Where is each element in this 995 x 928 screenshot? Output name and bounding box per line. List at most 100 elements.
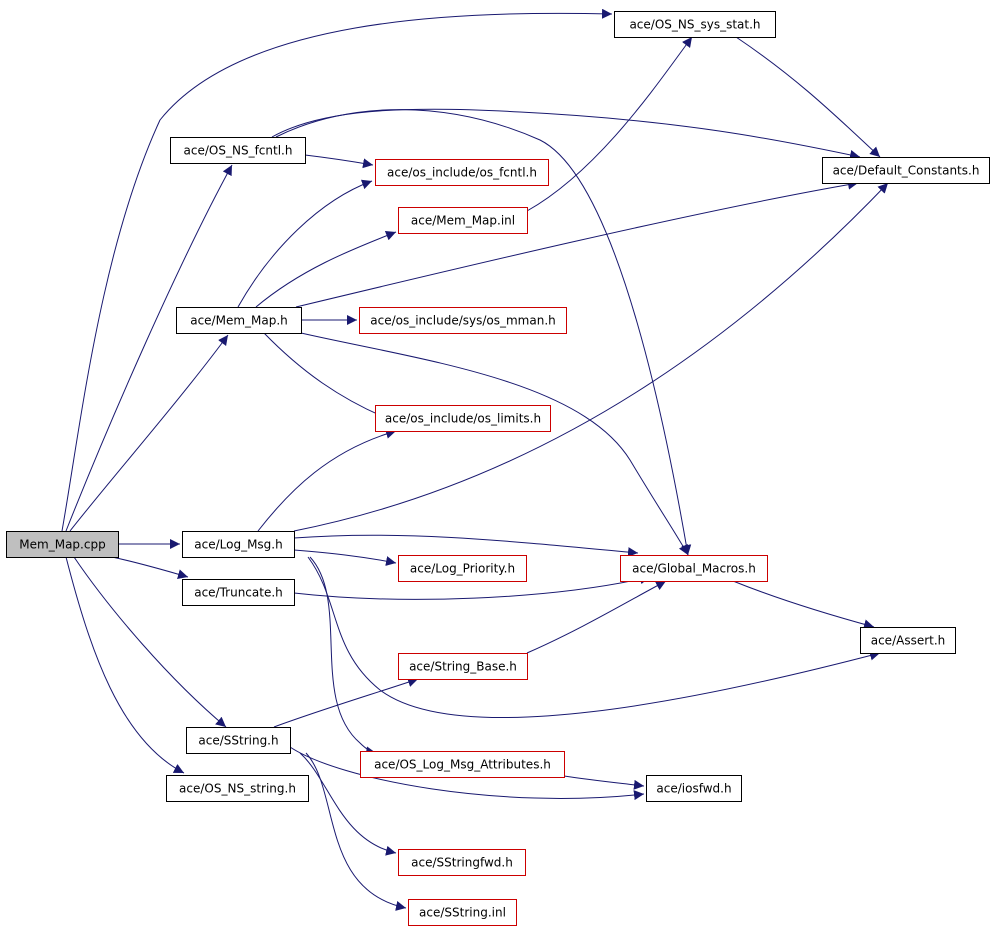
node-box	[170, 137, 306, 164]
edge-arrow	[300, 332, 689, 556]
node-label: ace/String_Base.h	[409, 660, 517, 674]
node-box	[166, 775, 309, 802]
node-box	[182, 531, 295, 558]
node-mem-map-cpp[interactable]: Mem_Map.cpp	[6, 531, 119, 558]
node-box	[408, 899, 517, 926]
edge-sstring-h-to-sstringfwd	[299, 752, 397, 856]
edge-truncate-to-global-macros	[293, 574, 651, 600]
node-assert[interactable]: ace/Assert.h	[860, 627, 956, 654]
node-os-ns-fcntl[interactable]: ace/OS_NS_fcntl.h	[170, 137, 306, 164]
node-mem-map-h[interactable]: ace/Mem_Map.h	[176, 307, 302, 334]
node-os-ns-string[interactable]: ace/OS_NS_string.h	[166, 775, 309, 802]
node-box	[822, 157, 990, 184]
edge-arrow	[732, 580, 875, 630]
node-box	[398, 653, 528, 680]
edge-arrow	[237, 179, 373, 308]
edge-arrow	[293, 574, 651, 600]
edge-arrow	[295, 179, 859, 308]
edge-mem-map-cpp-to-mem-map-h	[69, 334, 229, 532]
edge-arrow	[299, 752, 397, 856]
node-box	[176, 307, 302, 334]
edge-log-msg-to-log-priority	[293, 549, 397, 567]
edge-arrow	[271, 108, 861, 160]
node-log-priority[interactable]: ace/Log_Priority.h	[398, 555, 527, 582]
node-label: ace/Default_Constants.h	[833, 164, 980, 178]
nodes-layer: Mem_Map.cpp ace/OS_NS_sys_stat.h ace/OS_NS…	[6, 11, 990, 926]
node-truncate[interactable]: ace/Truncate.h	[182, 579, 295, 606]
edge-os-log-msg-attr-to-iosfwd	[563, 775, 645, 790]
node-sstringfwd[interactable]: ace/SStringfwd.h	[398, 849, 526, 876]
edge-arrow	[257, 428, 397, 532]
node-mem-map-inl[interactable]: ace/Mem_Map.inl	[398, 207, 528, 234]
edge-arrow	[65, 556, 185, 774]
node-os-ns-sys-stat[interactable]: ace/OS_NS_sys_stat.h	[614, 11, 776, 38]
node-label: ace/os_include/os_limits.h	[385, 412, 541, 426]
node-label: ace/Truncate.h	[194, 586, 283, 600]
node-box	[398, 555, 527, 582]
node-box	[860, 627, 956, 654]
node-sstring-inl[interactable]: ace/SString.inl	[408, 899, 517, 926]
edge-os-ns-sys-stat-to-default-constants	[735, 36, 881, 158]
edge-mem-map-inl-to-os-ns-sys-stat	[526, 36, 693, 212]
edge-os-ns-fcntl-to-global-macros	[275, 109, 692, 556]
edge-sstring-h-to-string-base	[273, 677, 419, 728]
edge-arrow	[65, 164, 233, 532]
edges-layer	[61, 8, 889, 911]
node-iosfwd[interactable]: ace/iosfwd.h	[646, 775, 742, 802]
node-label: ace/SString.h	[198, 734, 278, 748]
edge-sstring-h-to-iosfwd	[289, 746, 645, 801]
node-os-limits[interactable]: ace/os_include/os_limits.h	[375, 405, 551, 432]
node-box	[398, 849, 526, 876]
node-box	[398, 207, 528, 234]
node-label: ace/OS_NS_string.h	[179, 782, 296, 796]
node-box	[375, 159, 549, 186]
edge-arrow	[307, 556, 881, 719]
edge-arrow	[304, 154, 374, 169]
edge-mem-map-h-to-default-constants	[295, 179, 859, 308]
edge-mem-map-cpp-to-os-ns-string	[65, 556, 185, 774]
edge-mem-map-cpp-to-os-ns-sys-stat	[61, 8, 613, 532]
node-sstring-h[interactable]: ace/SString.h	[186, 727, 291, 754]
edge-mem-map-cpp-to-os-ns-fcntl	[65, 164, 233, 532]
node-box	[6, 531, 119, 558]
node-label: ace/Assert.h	[871, 634, 946, 648]
node-label: ace/Global_Macros.h	[632, 562, 756, 576]
node-label: ace/iosfwd.h	[656, 782, 731, 796]
edge-mem-map-cpp-to-truncate	[111, 556, 189, 580]
edge-log-msg-to-default-constants	[293, 182, 889, 532]
edge-arrow	[735, 36, 881, 158]
node-label: ace/SStringfwd.h	[411, 856, 513, 870]
node-os-fcntl[interactable]: ace/os_include/os_fcntl.h	[375, 159, 549, 186]
node-box	[614, 11, 776, 38]
edge-log-msg-to-global-macros	[293, 534, 639, 558]
node-label: ace/Log_Priority.h	[410, 562, 515, 576]
node-box	[359, 307, 567, 334]
node-os-mman[interactable]: ace/os_include/sys/os_mman.h	[359, 307, 567, 334]
edge-arrow	[309, 556, 377, 757]
node-os-log-msg-attr[interactable]: ace/OS_Log_Msg_Attributes.h	[360, 751, 565, 778]
edge-arrow	[273, 677, 419, 728]
edge-os-ns-fcntl-to-os-fcntl	[304, 154, 374, 169]
edge-log-msg-to-assert	[307, 556, 881, 719]
node-label: ace/os_include/os_fcntl.h	[387, 166, 537, 180]
node-label: ace/Mem_Map.inl	[411, 214, 515, 228]
edge-arrow	[293, 534, 639, 558]
edge-mem-map-h-to-mem-map-inl	[255, 230, 397, 308]
node-label: ace/OS_NS_fcntl.h	[184, 144, 293, 158]
edge-mem-map-cpp-to-sstring-h	[73, 556, 227, 728]
node-label: ace/OS_Log_Msg_Attributes.h	[374, 758, 551, 772]
node-string-base[interactable]: ace/String_Base.h	[398, 653, 528, 680]
edge-arrow	[61, 8, 613, 532]
edge-string-base-to-global-macros	[526, 580, 667, 654]
node-log-msg[interactable]: ace/Log_Msg.h	[182, 531, 295, 558]
edge-arrow	[563, 775, 645, 790]
node-box	[182, 579, 295, 606]
node-default-constants[interactable]: ace/Default_Constants.h	[822, 157, 990, 184]
edge-mem-map-h-to-global-macros	[300, 332, 689, 556]
node-label: ace/OS_NS_sys_stat.h	[629, 18, 760, 32]
edge-sstring-h-to-sstring-inl	[305, 752, 407, 911]
node-global-macros[interactable]: ace/Global_Macros.h	[620, 555, 768, 582]
node-label: ace/Log_Msg.h	[194, 538, 282, 552]
edge-arrow	[293, 549, 397, 567]
